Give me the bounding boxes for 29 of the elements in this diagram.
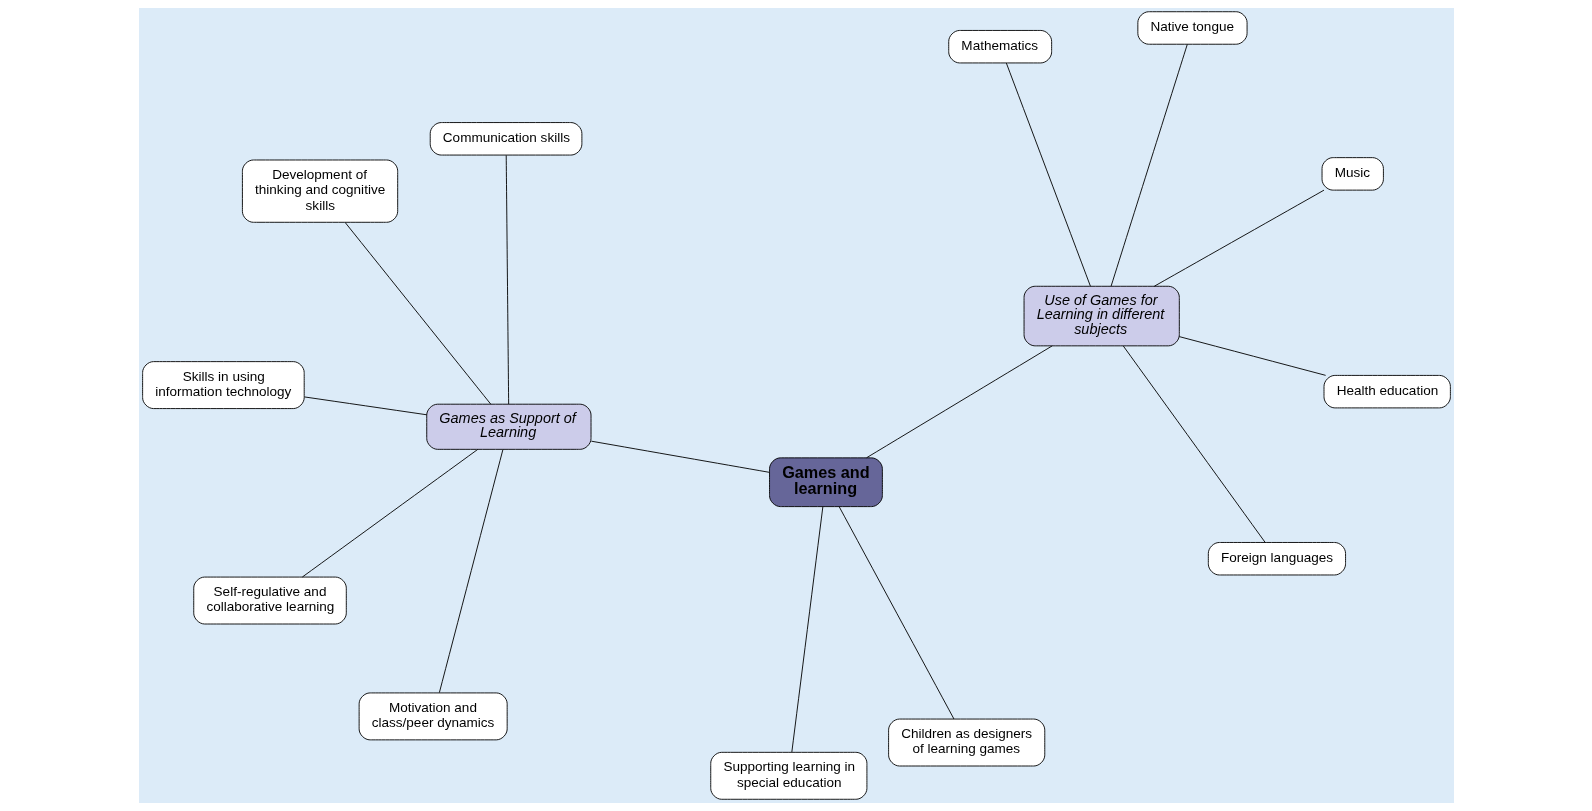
node-box: Mathematics <box>947 30 1052 64</box>
connector <box>590 440 770 473</box>
node-box: Health education <box>1323 374 1451 409</box>
connector <box>344 222 491 405</box>
connector <box>790 506 823 753</box>
node-box: Music <box>1321 157 1384 191</box>
node-box: Motivation and class/peer dynamics <box>358 692 508 741</box>
connector <box>865 345 1053 459</box>
connector <box>438 449 503 694</box>
node-box: Skills in using information technology <box>141 361 305 409</box>
connector <box>1178 336 1326 376</box>
node-box: Native tongue <box>1136 11 1247 45</box>
connector <box>301 449 478 578</box>
connector <box>838 506 954 720</box>
node-box: Foreign languages <box>1207 542 1346 576</box>
node-box: Development of thinking and cognitive skills <box>241 159 398 223</box>
connector <box>1005 62 1091 287</box>
node-box: Self-regulative and collaborative learning <box>192 576 347 625</box>
connector <box>1122 345 1266 543</box>
connector <box>303 396 427 416</box>
node-box: Children as designers of learning games <box>887 718 1045 767</box>
connector <box>505 154 509 405</box>
node-box: Communication skills <box>429 122 582 156</box>
node-box: Games as Support of Learning <box>425 403 591 450</box>
connector <box>1153 189 1324 287</box>
node-box: Supporting learning in special education <box>709 751 867 800</box>
node-box: Games and learning <box>768 457 883 508</box>
node-box: Use of Games for Learning in different subjects <box>1023 285 1180 347</box>
connector <box>1110 44 1188 287</box>
